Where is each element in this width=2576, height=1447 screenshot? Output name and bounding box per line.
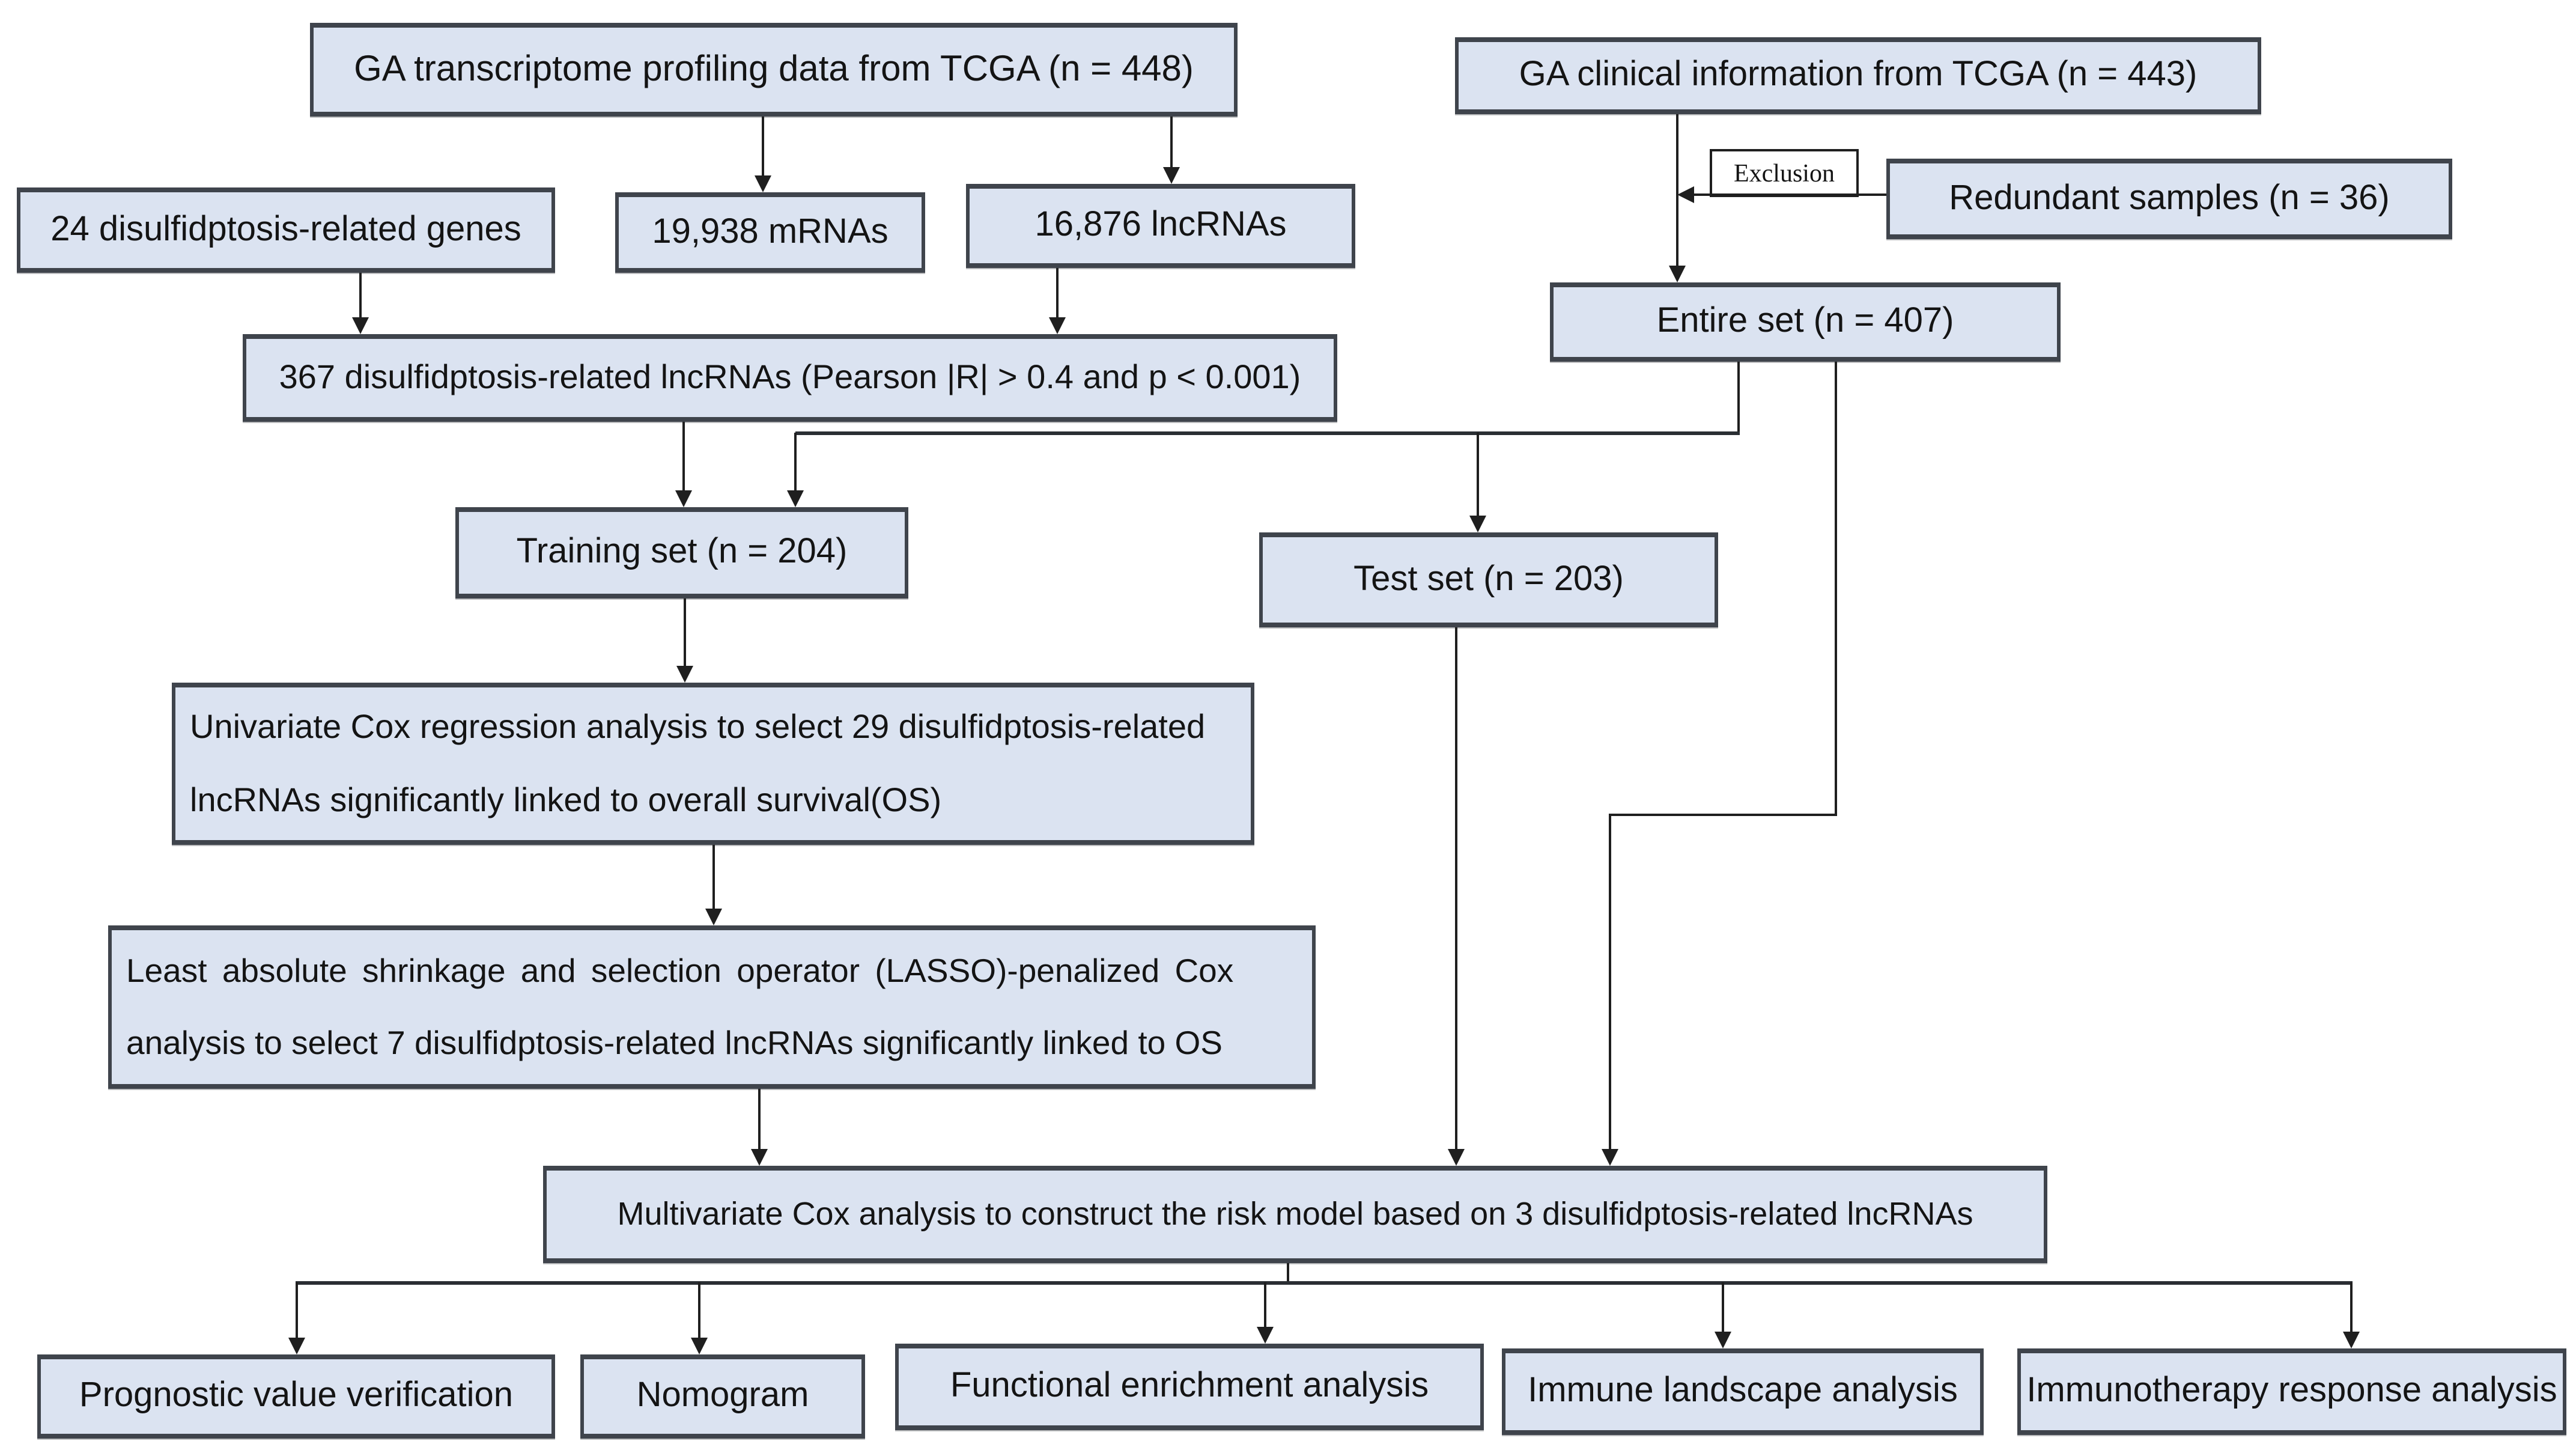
arrowhead-down [705, 909, 722, 925]
node-training-set: Training set (n = 204) [455, 507, 908, 599]
node-redundant-samples: Redundant samples (n = 36) [1886, 159, 2452, 239]
connector-line [1610, 814, 1837, 816]
connector-line [1056, 268, 1059, 317]
arrowhead-down [691, 1338, 708, 1354]
connector-line [1609, 814, 1611, 1149]
arrowhead-down [1163, 167, 1180, 184]
node-prognostic-verification: Prognostic value verification [37, 1354, 555, 1439]
connector-line [698, 1282, 700, 1338]
arrowhead-down [1049, 317, 1066, 334]
connector-line [712, 845, 715, 909]
arrowhead-down [1602, 1149, 1618, 1166]
arrowhead-down [755, 175, 771, 192]
arrowhead-down [288, 1338, 305, 1354]
node-lncrnas: 16,876 lncRNAs [966, 184, 1355, 268]
arrowhead-down [1448, 1149, 1465, 1166]
arrowhead-down [1469, 516, 1486, 532]
connector-line [1737, 362, 1740, 434]
node-mrnas: 19,938 mRNAs [615, 192, 925, 273]
connector-line [794, 433, 797, 490]
connector-line [1455, 627, 1457, 1149]
connector-line [296, 1281, 2353, 1285]
univariate-line-1: Univariate Cox regression analysis to se… [190, 708, 1206, 746]
arrowhead-down [1715, 1332, 1731, 1348]
connector-line [1287, 1263, 1289, 1282]
node-367-lncrnas: 367 disulfidptosis-related lncRNAs (Pear… [243, 334, 1337, 422]
lasso-line-1: Least absolute shrinkage and selection o… [126, 952, 1234, 990]
arrowhead-down [1669, 266, 1686, 282]
connector-line [1722, 1282, 1724, 1332]
node-lasso-cox: Least absolute shrinkage and selection o… [108, 925, 1316, 1089]
connector-line [1264, 1282, 1266, 1327]
arrowhead-down [675, 490, 692, 507]
connector-line [1170, 117, 1173, 167]
connector-line [1835, 362, 1837, 815]
lasso-line-2: analysis to select 7 disulfidptosis-rela… [126, 1024, 1223, 1061]
connector-line [296, 1282, 298, 1338]
connector-line [359, 273, 362, 317]
connector-line [1477, 433, 1479, 516]
connector-line [682, 422, 685, 490]
arrowhead-down [787, 490, 804, 507]
node-univariate-cox: Univariate Cox regression analysis to se… [172, 683, 1254, 845]
connector-line [2350, 1282, 2353, 1332]
arrowhead-down [2343, 1332, 2360, 1348]
univariate-line-2: lncRNAs significantly linked to overall … [190, 781, 942, 818]
node-transcriptome-data: GA transcriptome profiling data from TCG… [310, 23, 1238, 117]
node-nomogram: Nomogram [580, 1354, 865, 1439]
node-clinical-info: GA clinical information from TCGA (n = 4… [1455, 37, 2261, 114]
connector-line [795, 431, 1740, 435]
arrowhead-down [676, 666, 693, 683]
node-entire-set: Entire set (n = 407) [1550, 282, 2061, 362]
node-exclusion-label: Exclusion [1710, 149, 1859, 197]
node-test-set: Test set (n = 203) [1259, 532, 1718, 627]
node-functional-enrichment: Functional enrichment analysis [895, 1344, 1484, 1430]
arrowhead-down [352, 317, 369, 334]
arrowhead-down [751, 1149, 768, 1166]
node-multivariate-cox: Multivariate Cox analysis to construct t… [543, 1166, 2047, 1263]
node-disulfidptosis-genes: 24 disulfidptosis-related genes [17, 187, 555, 273]
connector-line [762, 117, 764, 175]
arrowhead-down [1257, 1327, 1274, 1344]
connector-line [1694, 193, 1886, 196]
connector-line [758, 1089, 761, 1149]
connector-line [684, 599, 686, 666]
arrowhead-left [1677, 186, 1694, 203]
node-immunotherapy-response: Immunotherapy response analysis [2017, 1348, 2566, 1435]
node-immune-landscape: Immune landscape analysis [1502, 1348, 1984, 1435]
